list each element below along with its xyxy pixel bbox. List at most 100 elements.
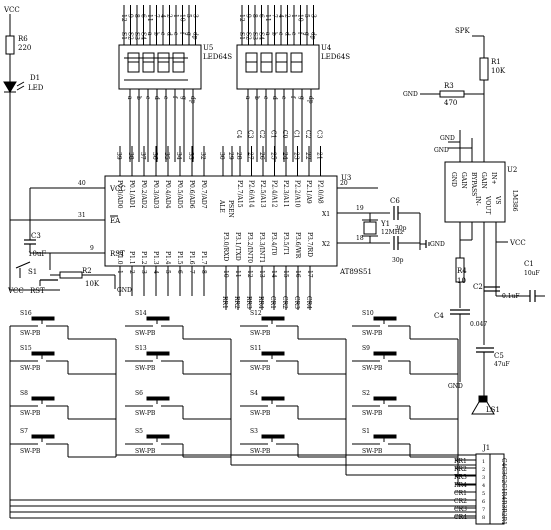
mcu-pin-name: P2.5/A13 <box>259 180 266 208</box>
mcu-pin-name: P2.4/A12 <box>271 180 278 208</box>
r4-value: 10 <box>457 277 466 285</box>
mcu-pin-number: 39 <box>115 152 122 160</box>
vcc-amp-label: VCC <box>509 239 526 247</box>
r3-value: 470 <box>444 99 457 107</box>
connector-ref: J1 <box>482 444 490 452</box>
switch-ref: S4 <box>250 390 258 397</box>
switch-ref: S16 <box>20 310 32 317</box>
display-pin-number: 9 <box>127 14 134 18</box>
vcc-top-label: VCC <box>3 6 20 14</box>
mcu-pin-name: P2.6/A14 <box>248 180 255 208</box>
display-u5-ref: U5 <box>203 44 213 52</box>
mcu-part-name: AT89S51 <box>339 268 372 276</box>
mcu-pin-name: P0.0/AD0 <box>116 180 123 209</box>
psen-label: PSEN <box>227 200 234 218</box>
display-pin-number: 5 <box>303 14 310 18</box>
mcu-pin-number: 17 <box>306 270 313 278</box>
mcu-pin-name: P2.3/A11 <box>282 180 289 208</box>
display-pin-number: 7 <box>153 14 160 18</box>
mcu-pin-number: 14 <box>270 270 277 278</box>
c6-value: 30p <box>395 225 407 232</box>
mcu-pin-number: 2 <box>128 270 135 274</box>
switch-ref: S9 <box>362 345 370 352</box>
mcu-pin-number: 7 <box>188 270 195 274</box>
mcu-pin-number: 21 <box>316 152 323 160</box>
display-pin-number: 12 <box>238 14 245 22</box>
display-pin-number: 12 <box>120 14 127 22</box>
connector-pin-number: 7 <box>482 507 485 513</box>
reset-gnd-label: GND <box>117 287 132 294</box>
display-pin-name: c <box>159 32 166 36</box>
switch-type: SW-PB <box>250 330 271 337</box>
speaker-icon <box>478 395 488 403</box>
mcu-pin-number: 34 <box>175 152 182 160</box>
display-seg-name: e <box>162 96 169 100</box>
mcu-pin-number: 26 <box>258 152 265 160</box>
c1-value: 10uF <box>524 270 540 277</box>
mcu-port2-pins: 28P2.7/A15C427P2.6/A14C326P2.5/A13C225P2… <box>235 130 324 208</box>
display-pin-name: e <box>172 32 179 36</box>
display-pin-number: 11 <box>146 14 153 22</box>
connector-net-label: RR4 <box>454 482 467 489</box>
mcu-port0-pins: 39P0.0/AD038P0.1/AD137P0.2/AD236P0.3/AD3… <box>115 146 207 209</box>
connector-net-label: CR2 <box>454 498 467 505</box>
switch-type: SW-PB <box>250 448 271 455</box>
display-u5-body <box>118 44 202 90</box>
spk-label: SPK <box>455 27 471 35</box>
display-u4-body <box>236 44 320 90</box>
display-u5: U5 LED64S 12S19S28S36S411a7b4c2d1e10f5g3… <box>118 5 232 162</box>
mcu-net-label: C2 <box>304 130 311 139</box>
connector-pin-number: 3 <box>482 475 485 481</box>
lm386-pin-name: BYPASS <box>470 172 477 196</box>
mcu-port3-pins: P3.0/RXD10RR1P3.1/TXD11RR2P3.2/INT012RR3… <box>221 232 313 310</box>
c5-ref: C5 <box>494 352 504 360</box>
display-pin-name: b <box>271 32 278 36</box>
display-pin-name: S1 <box>120 32 127 40</box>
ale-label: ALE <box>218 199 225 213</box>
r2-value: 10K <box>85 280 100 288</box>
mcu-pin-name: P0.6/AD6 <box>188 180 195 209</box>
mcu-pin-name: P1.1 <box>128 251 135 265</box>
mcu-pin-name: P0.7/AD7 <box>200 180 207 209</box>
led-branch: VCC R6 220 D1 LED <box>3 6 60 291</box>
display-seg-name: d <box>271 96 278 100</box>
switch-ref: S8 <box>20 390 28 397</box>
switch-ref: S5 <box>135 428 143 435</box>
mcu-vcc-pin: 40 <box>78 180 86 187</box>
display-pin-name: S1 <box>238 32 245 40</box>
display-pin-number: 1 <box>290 14 297 18</box>
display-seg-name: c <box>262 96 269 100</box>
switch-ref: S14 <box>135 310 147 317</box>
mcu-pin-number: 6 <box>176 270 183 274</box>
display-seg-name: c <box>144 96 151 100</box>
display-pin-number: 1 <box>172 14 179 18</box>
amp-gnd-label-3: GND <box>448 383 463 390</box>
r3-gnd-label: GND <box>403 91 418 98</box>
mcu-x1-pin: 19 <box>356 205 364 212</box>
mcu-net-label: C2 <box>258 130 265 139</box>
mcu-pin-name: P3.7/RD <box>306 232 313 257</box>
display-pin-number: 10 <box>297 14 304 22</box>
speaker-ref: LS1 <box>486 406 500 414</box>
c2-ref: C2 <box>473 283 483 291</box>
r3-resistor <box>439 90 465 98</box>
display-pin-name: S4 <box>140 32 147 40</box>
display-pin-name: c <box>277 32 284 36</box>
display-pin-name: f <box>179 32 186 35</box>
